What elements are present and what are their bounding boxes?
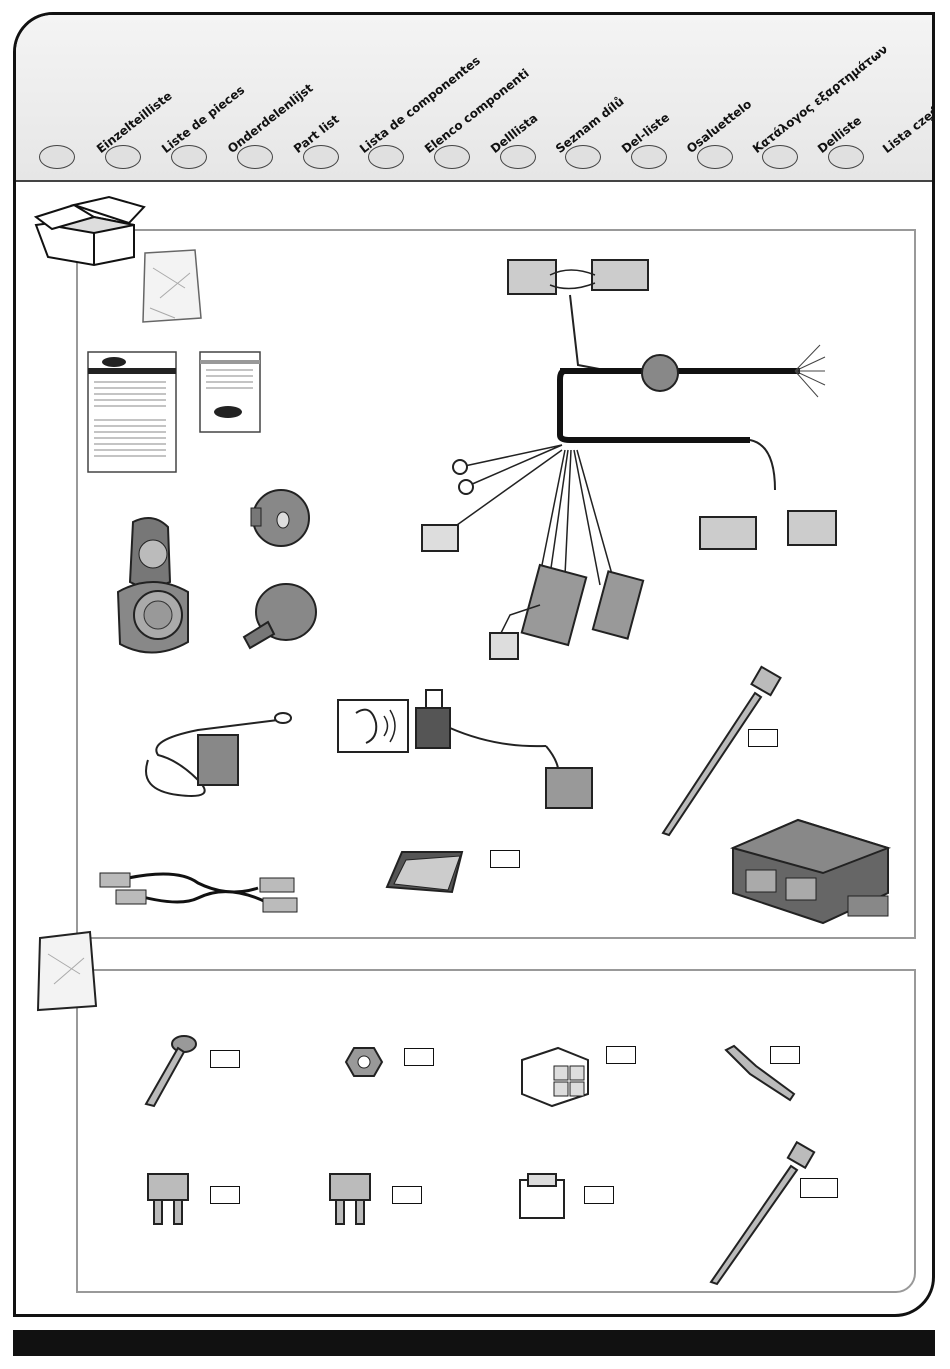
- language-label: Lista de componentes: [357, 53, 483, 156]
- part-number-box: [770, 1046, 800, 1064]
- part-number-box: [584, 1186, 614, 1204]
- trailer-socket: [108, 512, 198, 662]
- blade-fuse: [144, 1170, 194, 1230]
- instruction-booklet: [86, 350, 182, 476]
- language-label: Κατάλογος εξαρτημάτων: [750, 42, 890, 156]
- plastic-bag-icon: [34, 930, 98, 1014]
- checkbox-circle[interactable]: [171, 145, 207, 169]
- checkbox-circle[interactable]: [762, 145, 798, 169]
- language-label: Lista części: [880, 97, 935, 156]
- earth-wire-connector: [138, 700, 298, 810]
- connector-housing: [516, 1046, 592, 1110]
- language-header: Einzelteilliste Liste de pieces Onderdel…: [16, 15, 932, 182]
- fuse-holder: [516, 1170, 572, 1224]
- wiring-harness: [400, 245, 860, 675]
- control-module: [728, 818, 894, 928]
- checkbox-circle[interactable]: [237, 145, 273, 169]
- blade-fuse: [326, 1170, 376, 1230]
- part-number-box: [606, 1046, 636, 1064]
- checkbox-circle[interactable]: [500, 145, 536, 169]
- plastic-bag-icon: [135, 248, 207, 328]
- nut: [344, 1044, 384, 1080]
- socket-cover: [236, 582, 320, 652]
- part-number-box: [392, 1186, 422, 1204]
- part-number-box: [210, 1186, 240, 1204]
- checkbox-circle[interactable]: [565, 145, 601, 169]
- checkbox-circle[interactable]: [303, 145, 339, 169]
- fuse-holder-wires: [98, 858, 304, 918]
- open-box-icon: [34, 195, 150, 265]
- language-label: Elenco componenti: [422, 66, 532, 156]
- part-number-box: [800, 1178, 838, 1198]
- checkbox-circle[interactable]: [105, 145, 141, 169]
- footer-bar: [13, 1330, 935, 1356]
- checkbox-circle[interactable]: [828, 145, 864, 169]
- rubber-gasket: [245, 486, 315, 550]
- cable-tie: [655, 665, 785, 840]
- checkbox-circle[interactable]: [368, 145, 404, 169]
- buzzer-assembly: [336, 688, 616, 828]
- adhesive-pad: [382, 842, 472, 902]
- screw: [140, 1030, 200, 1110]
- part-number-box: [404, 1048, 434, 1066]
- checkbox-circle[interactable]: [39, 145, 75, 169]
- part-number-box: [748, 729, 778, 747]
- part-number-box: [490, 850, 520, 868]
- checkbox-circle[interactable]: [697, 145, 733, 169]
- checkbox-circle[interactable]: [434, 145, 470, 169]
- cable-tie: [705, 1140, 815, 1288]
- checkbox-circle[interactable]: [631, 145, 667, 169]
- part-number-box: [210, 1050, 240, 1068]
- instruction-sheet: [198, 350, 264, 436]
